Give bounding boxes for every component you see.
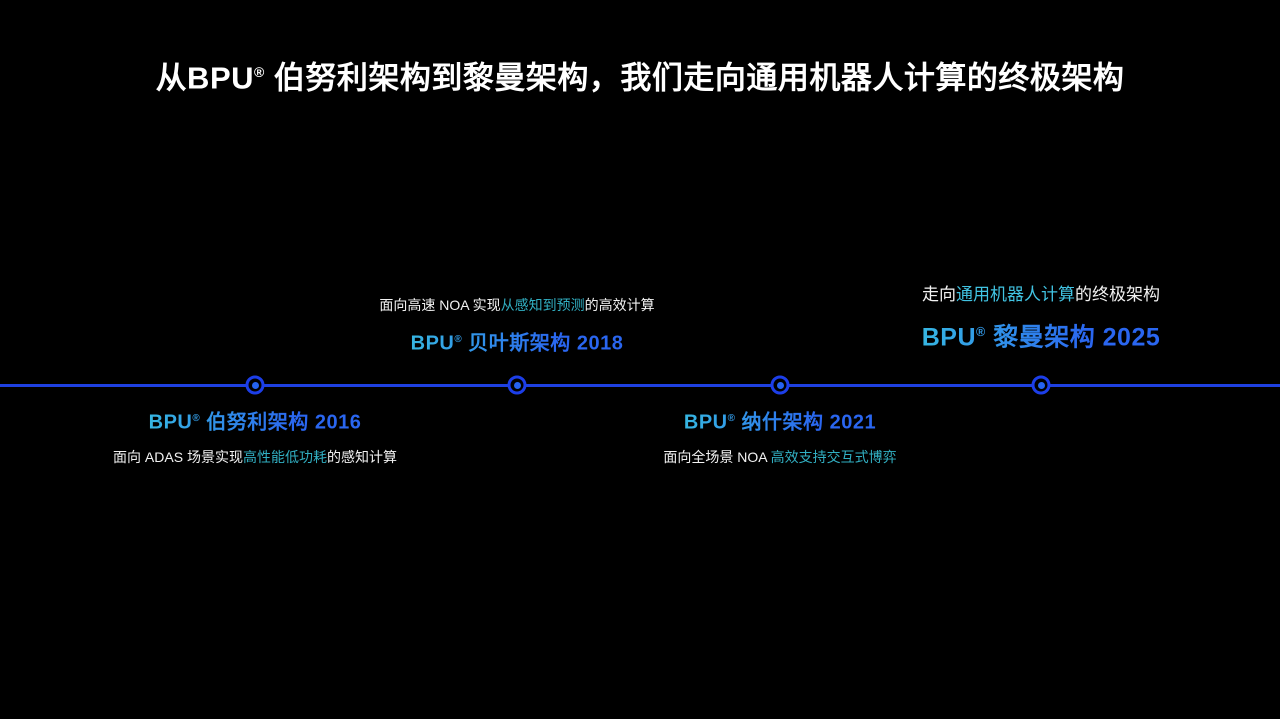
milestone-bayes-2018: 面向高速 NOA 实现从感知到预测的高效计算 BPU® 贝叶斯架构 2018: [379, 295, 654, 357]
node-dot: [776, 381, 784, 389]
registered-mark: ®: [727, 413, 736, 424]
timeline-node-bayes-2018: [507, 375, 527, 395]
desc-post: 的终极架构: [1075, 285, 1160, 304]
milestone-bernoulli-2016: BPU® 伯努利架构 2016 面向 ADAS 场景实现高性能低功耗的感知计算: [113, 406, 397, 467]
label-rest: 纳什架构 2021: [735, 411, 877, 434]
milestone-desc: 面向高速 NOA 实现从感知到预测的高效计算: [379, 295, 654, 315]
label-rest: 伯努利架构 2016: [200, 411, 362, 434]
timeline-node-bernoulli-2016: [245, 375, 265, 395]
desc-pre: 面向全场景 NOA: [663, 448, 771, 465]
registered-mark: ®: [976, 325, 986, 339]
title-text-pre: 从BPU: [155, 60, 255, 96]
milestone-desc: 面向 ADAS 场景实现高性能低功耗的感知计算: [113, 447, 397, 467]
timeline-node-nash-2021: [770, 375, 790, 395]
timeline-node-riemann-2025: [1031, 375, 1051, 395]
milestone-label: BPU® 纳什架构 2021: [684, 406, 876, 436]
desc-highlight: 通用机器人计算: [956, 285, 1075, 304]
node-dot: [1037, 381, 1045, 389]
registered-mark: ®: [454, 334, 463, 345]
label-bpu: BPU: [148, 411, 193, 434]
milestone-desc: 走向通用机器人计算的终极架构: [922, 283, 1161, 307]
milestone-label: BPU® 贝叶斯架构 2018: [411, 327, 624, 357]
label-bpu: BPU: [410, 332, 455, 355]
milestone-desc: 面向全场景 NOA 高效支持交互式博弈: [663, 447, 896, 467]
label-bpu: BPU: [683, 411, 728, 434]
node-dot: [513, 381, 521, 389]
milestone-label: BPU® 黎曼架构 2025: [922, 315, 1161, 354]
milestone-riemann-2025: 走向通用机器人计算的终极架构 BPU® 黎曼架构 2025: [922, 283, 1161, 354]
desc-highlight: 高性能低功耗: [242, 448, 327, 465]
desc-post: 的高效计算: [584, 297, 655, 313]
label-bpu: BPU: [921, 323, 977, 352]
registered-mark: ®: [254, 64, 265, 80]
desc-pre: 面向 ADAS 场景实现: [113, 448, 243, 465]
desc-highlight: 高效支持交互式博弈: [770, 448, 897, 465]
label-rest: 黎曼架构 2025: [985, 323, 1161, 352]
timeline-line: [0, 384, 1280, 387]
milestone-label: BPU® 伯努利架构 2016: [149, 406, 362, 436]
desc-post: 的感知计算: [326, 448, 397, 465]
label-rest: 贝叶斯架构 2018: [462, 332, 624, 355]
milestone-nash-2021: BPU® 纳什架构 2021 面向全场景 NOA 高效支持交互式博弈: [663, 406, 896, 467]
page-title: 从BPU® 伯努利架构到黎曼架构，我们走向通用机器人计算的终极架构: [0, 52, 1280, 98]
desc-highlight: 从感知到预测: [500, 297, 585, 313]
desc-pre: 面向高速 NOA 实现: [379, 297, 501, 313]
title-text-post: 伯努利架构到黎曼架构，我们走向通用机器人计算的终极架构: [264, 60, 1125, 96]
node-dot: [251, 381, 259, 389]
desc-pre: 走向: [922, 285, 956, 304]
